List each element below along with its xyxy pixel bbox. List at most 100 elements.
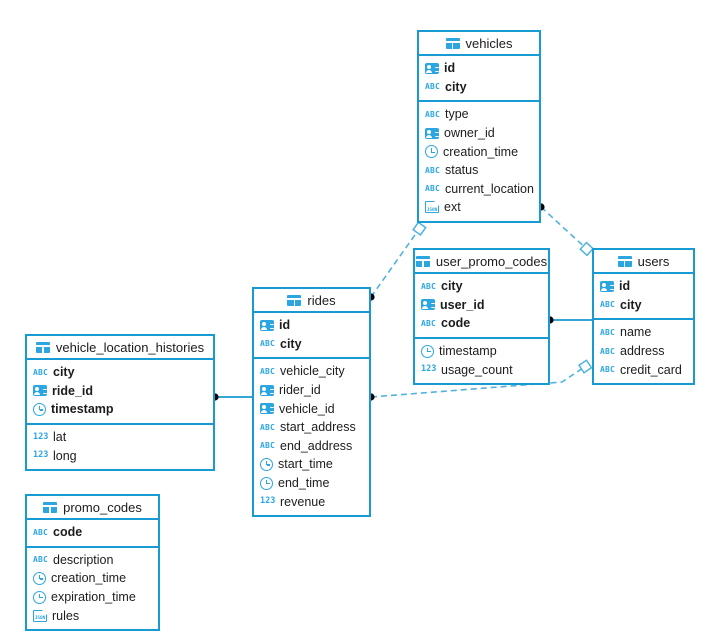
column-id[interactable]: id — [419, 59, 539, 78]
column-creation_time[interactable]: creation_time — [419, 142, 539, 161]
table-title: vehicles — [465, 35, 513, 51]
column-rider_id[interactable]: rider_id — [254, 381, 369, 400]
column-label: city — [620, 297, 642, 312]
column-creation_time[interactable]: creation_time — [27, 569, 158, 588]
123-icon: 123 — [33, 431, 49, 442]
column-label: revenue — [280, 494, 326, 509]
table-header-user_promo_codes[interactable]: user_promo_codes — [415, 250, 548, 274]
column-label: id — [444, 61, 456, 76]
column-vehicle_id[interactable]: vehicle_id — [254, 399, 369, 418]
abc-icon: ABC — [260, 339, 276, 349]
column-user_id[interactable]: user_id — [415, 296, 548, 315]
column-label: usage_count — [441, 362, 513, 377]
column-rules[interactable]: rules — [27, 606, 158, 625]
column-start_time[interactable]: start_time — [254, 455, 369, 474]
column-end_time[interactable]: end_time — [254, 474, 369, 493]
column-label: rules — [52, 608, 80, 623]
relationship-user-promo-codes-to-users[interactable] — [546, 316, 592, 324]
column-label: timestamp — [51, 402, 114, 417]
clock-icon — [33, 571, 46, 585]
column-id[interactable]: id — [594, 277, 693, 296]
abc-icon: ABC — [600, 346, 616, 356]
table-header-users[interactable]: users — [594, 250, 693, 274]
table-header-rides[interactable]: rides — [254, 289, 369, 313]
123-icon: 123 — [33, 450, 49, 461]
relationship-target-square — [412, 221, 427, 236]
abc-icon: ABC — [33, 367, 49, 377]
table-header-vehicle_location_histories[interactable]: vehicle_location_histories — [27, 336, 213, 360]
column-label: code — [53, 525, 83, 540]
column-label: expiration_time — [51, 590, 136, 605]
id-card-icon — [260, 319, 274, 331]
column-timestamp[interactable]: timestamp — [415, 342, 548, 361]
column-city[interactable]: ABC city — [419, 78, 539, 97]
column-label: name — [620, 325, 652, 340]
json-icon — [33, 609, 47, 622]
table-header-promo_codes[interactable]: promo_codes — [27, 496, 158, 520]
abc-icon: ABC — [425, 82, 441, 92]
table-title: vehicle_location_histories — [55, 339, 205, 355]
column-expiration_time[interactable]: expiration_time — [27, 588, 158, 607]
column-city[interactable]: ABC city — [254, 335, 369, 354]
table-icon — [35, 341, 50, 353]
column-label: ride_id — [52, 383, 93, 398]
id-card-icon — [425, 127, 439, 139]
column-label: credit_card — [620, 362, 682, 377]
column-label: city — [280, 336, 302, 351]
column-label: user_id — [440, 297, 485, 312]
table-title: users — [637, 253, 670, 269]
column-id[interactable]: id — [254, 316, 369, 335]
column-label: status — [445, 163, 479, 178]
abc-icon: ABC — [425, 184, 441, 194]
abc-icon: ABC — [425, 109, 441, 119]
column-address[interactable]: ABC address — [594, 342, 693, 361]
clock-icon — [421, 344, 434, 358]
column-label: city — [445, 79, 467, 94]
column-label: vehicle_city — [280, 364, 345, 379]
column-label: city — [441, 279, 463, 294]
column-owner_id[interactable]: owner_id — [419, 124, 539, 143]
column-label: owner_id — [444, 126, 495, 141]
table-header-vehicles[interactable]: vehicles — [419, 32, 539, 56]
abc-icon: ABC — [421, 318, 437, 328]
column-label: ext — [444, 200, 461, 215]
relationship-vehicle-location-histories-to-rides[interactable] — [211, 393, 252, 401]
column-label: address — [620, 344, 665, 359]
column-ext[interactable]: ext — [419, 198, 539, 217]
column-label: creation_time — [443, 144, 519, 159]
id-card-icon — [425, 62, 439, 74]
id-card-icon — [600, 280, 614, 292]
column-ride_id[interactable]: ride_id — [27, 382, 213, 401]
column-timestamp[interactable]: timestamp — [27, 400, 213, 419]
table-icon — [445, 37, 460, 49]
